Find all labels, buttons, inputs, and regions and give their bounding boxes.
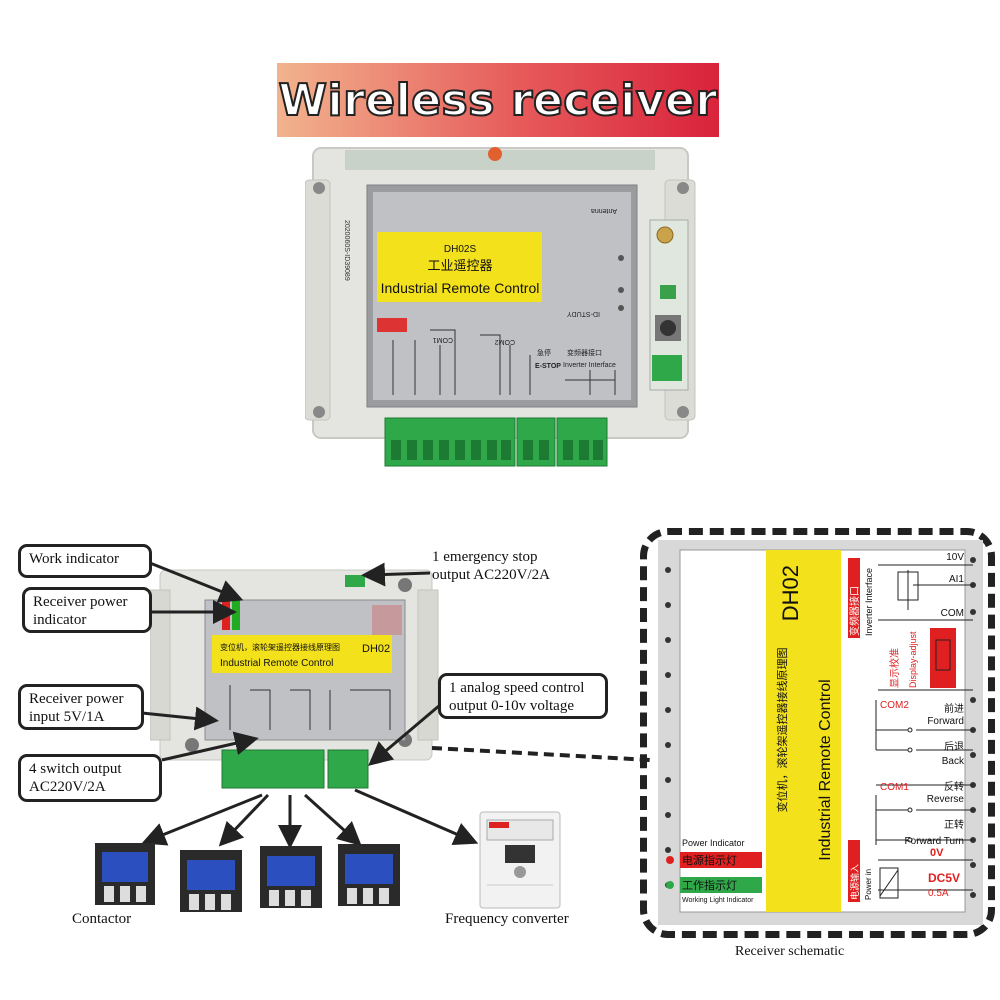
back-en: Back: [942, 756, 965, 767]
device-serial: 2020060S-ID39089: [343, 220, 350, 281]
label-frequency-converter: Frequency converter: [445, 911, 569, 927]
schematic-com2: COM2: [880, 700, 909, 711]
device-inverter-cn: 变频器接口: [567, 348, 602, 357]
schematic-frame: [640, 528, 995, 938]
callout-analog-line2: output 0-10v voltage: [449, 698, 574, 714]
terminal-com: COM: [941, 608, 964, 619]
contactors-image: [95, 843, 400, 912]
device-id-study: ID-STUDY: [567, 310, 600, 317]
callout-analog-line1: 1 analog speed control: [449, 680, 585, 696]
forward-en: Forward: [927, 716, 964, 727]
display-adjust-en: Display-adjust: [908, 631, 918, 688]
schematic-inverter-cn: 变频器接口: [848, 586, 861, 636]
device-model: DH02S: [444, 244, 477, 255]
working-light-en: Working Light Indicator: [682, 897, 754, 904]
frequency-converter-image: [479, 811, 561, 909]
device-inverter: Inverter Interface: [563, 362, 616, 369]
schematic-cn-title: 变位机，滚轮架遥控器接线原理图: [775, 648, 789, 813]
callout-receiver-power-input: Receiver power input 5V/1A: [18, 684, 144, 730]
callout-estop-output: 1 emergency stop output AC220V/2A: [432, 548, 572, 584]
board-yellow-label: [212, 635, 392, 673]
callout-switch-line1: 4 switch output: [29, 761, 122, 777]
callout-rpi-line2: indicator: [33, 612, 87, 628]
back-cn: 后退: [944, 741, 964, 753]
working-light-led: [666, 881, 674, 889]
callout-rpin-line2: input 5V/1A: [29, 709, 105, 725]
board-en-title: Industrial Remote Control: [220, 658, 333, 669]
contactor-2: [180, 850, 242, 912]
device-estop-cn: 急停: [537, 348, 551, 357]
callout-work-indicator-text: Work indicator: [29, 551, 120, 567]
device-antenna: Antenna: [591, 207, 617, 214]
board-cn-title: 变位机，滚轮架遥控器接线原理图: [220, 642, 340, 652]
schematic-current: 0.5A: [928, 888, 949, 899]
device-terminal-block-2: [516, 417, 556, 467]
contactor-3: [260, 846, 322, 908]
callout-switch-output: 4 switch output AC220V/2A: [18, 754, 162, 802]
schematic-dc5v: DC5V: [928, 871, 960, 885]
receiver-schematic: DH02 变位机，滚轮架遥控器接线原理图 Industrial Remote C…: [658, 540, 983, 925]
forward-turn-en: Forward Turn: [905, 836, 964, 847]
device-com1: COM1: [433, 336, 453, 343]
device-name-en: Industrial Remote Control: [381, 280, 540, 296]
title-banner: Wireless receiver: [277, 63, 719, 137]
working-light-cn: 工作指示灯: [682, 878, 737, 892]
display-adjust-cn: 显示校准: [888, 648, 901, 688]
power-indicator-led: [666, 856, 674, 864]
power-indicator-en: Power Indicator: [682, 838, 745, 848]
power-in-en: Power in: [864, 869, 873, 900]
callout-rpin-line1: Receiver power: [29, 691, 124, 707]
device-photo: DH02S 工业遥控器 Industrial Remote Control CO…: [305, 147, 696, 467]
forward-cn: 前进: [944, 702, 964, 715]
forward-turn-cn: 正转: [944, 818, 964, 831]
power-in-cn: 电源输入: [849, 864, 860, 900]
callout-work-indicator: Work indicator: [18, 544, 152, 578]
page-title: Wireless receiver: [277, 74, 718, 127]
callout-analog-output: 1 analog speed control output 0-10v volt…: [438, 673, 608, 719]
callout-estop-line1: 1 emergency stop: [432, 549, 538, 565]
schematic-yellow-band: [766, 550, 841, 912]
schematic-inverter-en: Inverter Interface: [864, 568, 874, 636]
power-indicator-cn: 电源指示灯: [682, 853, 737, 867]
label-receiver-schematic: Receiver schematic: [735, 944, 845, 959]
board-model: DH02: [362, 643, 390, 655]
installed-device-photo: 变位机，滚轮架遥控器接线原理图 Industrial Remote Contro…: [150, 569, 439, 789]
schematic-model: DH02: [778, 565, 803, 621]
callout-rpi-line1: Receiver power: [33, 594, 128, 610]
callout-estop-line2: output AC220V/2A: [432, 567, 550, 583]
device-com2: COM2: [495, 338, 515, 345]
schematic-en-title: Industrial Remote Control: [817, 679, 834, 860]
schematic-com1: COM1: [880, 782, 909, 793]
callout-switch-line2: AC220V/2A: [29, 779, 106, 795]
callout-receiver-power-indicator: Receiver power indicator: [22, 587, 152, 633]
contactor-4: [338, 844, 400, 906]
contactor-1: [95, 843, 155, 905]
device-estop: E-STOP: [535, 363, 561, 370]
terminal-10v: 10V: [946, 552, 964, 563]
device-yellow-label: [377, 232, 542, 302]
reverse-cn: 反转: [944, 780, 964, 793]
device-name-cn: 工业遥控器: [427, 258, 492, 273]
schematic-0v: 0V: [930, 847, 944, 859]
terminal-ai1: AI1: [949, 574, 964, 585]
reverse-en: Reverse: [927, 794, 965, 805]
label-contactor: Contactor: [72, 911, 132, 927]
